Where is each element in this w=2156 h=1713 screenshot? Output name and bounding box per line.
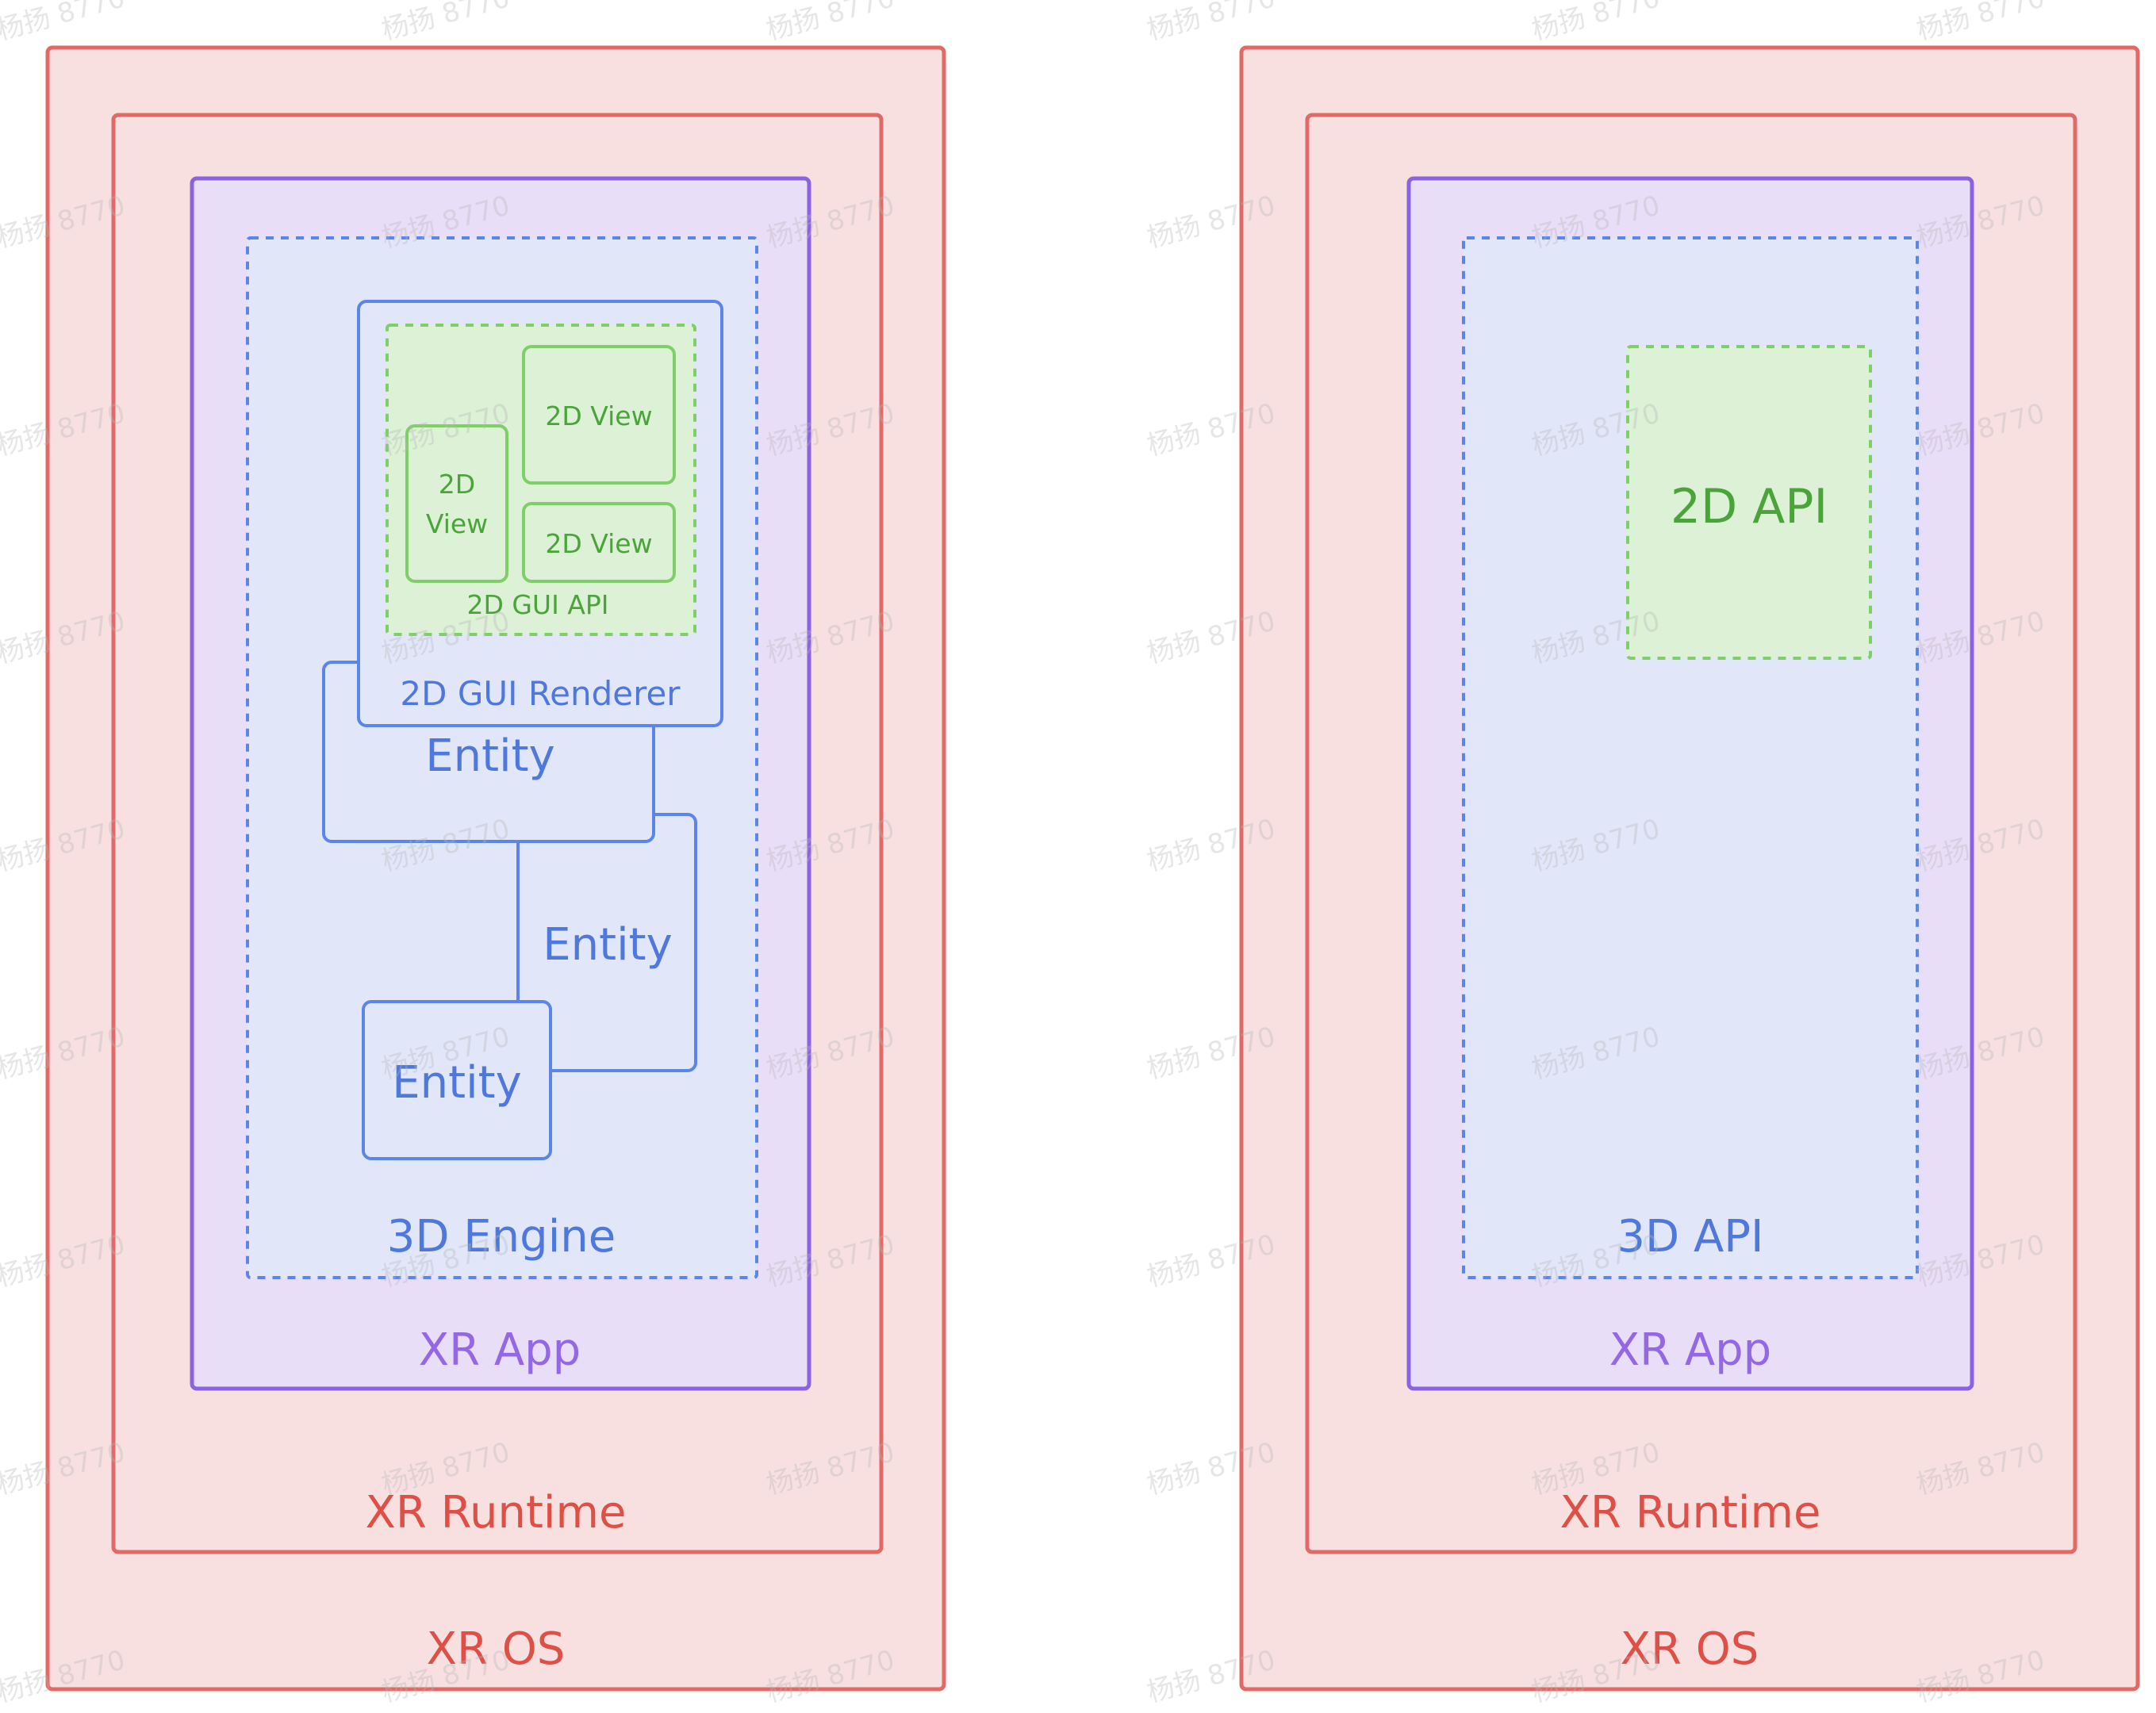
view-left-box bbox=[405, 424, 508, 583]
watermark-text: 杨扬 8770 bbox=[763, 0, 898, 47]
entity-front-label: Entity bbox=[392, 1057, 522, 1109]
watermark-text: 杨扬 8770 bbox=[378, 0, 513, 47]
left-runtime-label: XR Runtime bbox=[366, 1487, 627, 1539]
gui-api-label: 2D GUI API bbox=[466, 589, 608, 620]
view-left-label-line2: View bbox=[426, 508, 488, 539]
left-os-label: XR OS bbox=[427, 1623, 566, 1675]
api3d-label: 3D API bbox=[1617, 1211, 1763, 1263]
view-left-label-line1: 2D bbox=[439, 469, 475, 500]
entity-front-box bbox=[362, 1000, 552, 1160]
gui-renderer-label: 2D GUI Renderer bbox=[400, 674, 681, 713]
watermark-text: 杨扬 8770 bbox=[1144, 1644, 1279, 1708]
entity-mid-label: Entity bbox=[543, 919, 673, 971]
view-bottom-box bbox=[522, 502, 676, 583]
view-top-label: 2D View bbox=[545, 400, 652, 431]
right-os-label: XR OS bbox=[1621, 1623, 1759, 1675]
watermark-text: 杨扬 8770 bbox=[1913, 0, 2048, 47]
watermark-text: 杨扬 8770 bbox=[1144, 0, 1279, 47]
right-architecture: XR OS XR Runtime XR App 3D API 2D API bbox=[1239, 45, 2140, 1692]
view-bottom-label: 2D View bbox=[545, 528, 652, 559]
watermark-text: 杨扬 8770 bbox=[0, 0, 129, 47]
right-app-label: XR App bbox=[1609, 1324, 1771, 1376]
left-architecture: XR OS XR Runtime XR App 3D Engine Entity… bbox=[45, 45, 946, 1692]
api2d-box bbox=[1626, 345, 1872, 660]
left-app-label: XR App bbox=[419, 1324, 581, 1376]
entity-back-label: Entity bbox=[425, 730, 555, 782]
engine-label: 3D Engine bbox=[387, 1211, 616, 1263]
watermark-text: 杨扬 8770 bbox=[1529, 0, 1663, 47]
view-top-box bbox=[522, 345, 676, 485]
api2d-label: 2D API bbox=[1671, 479, 1828, 535]
right-runtime-label: XR Runtime bbox=[1560, 1487, 1821, 1539]
